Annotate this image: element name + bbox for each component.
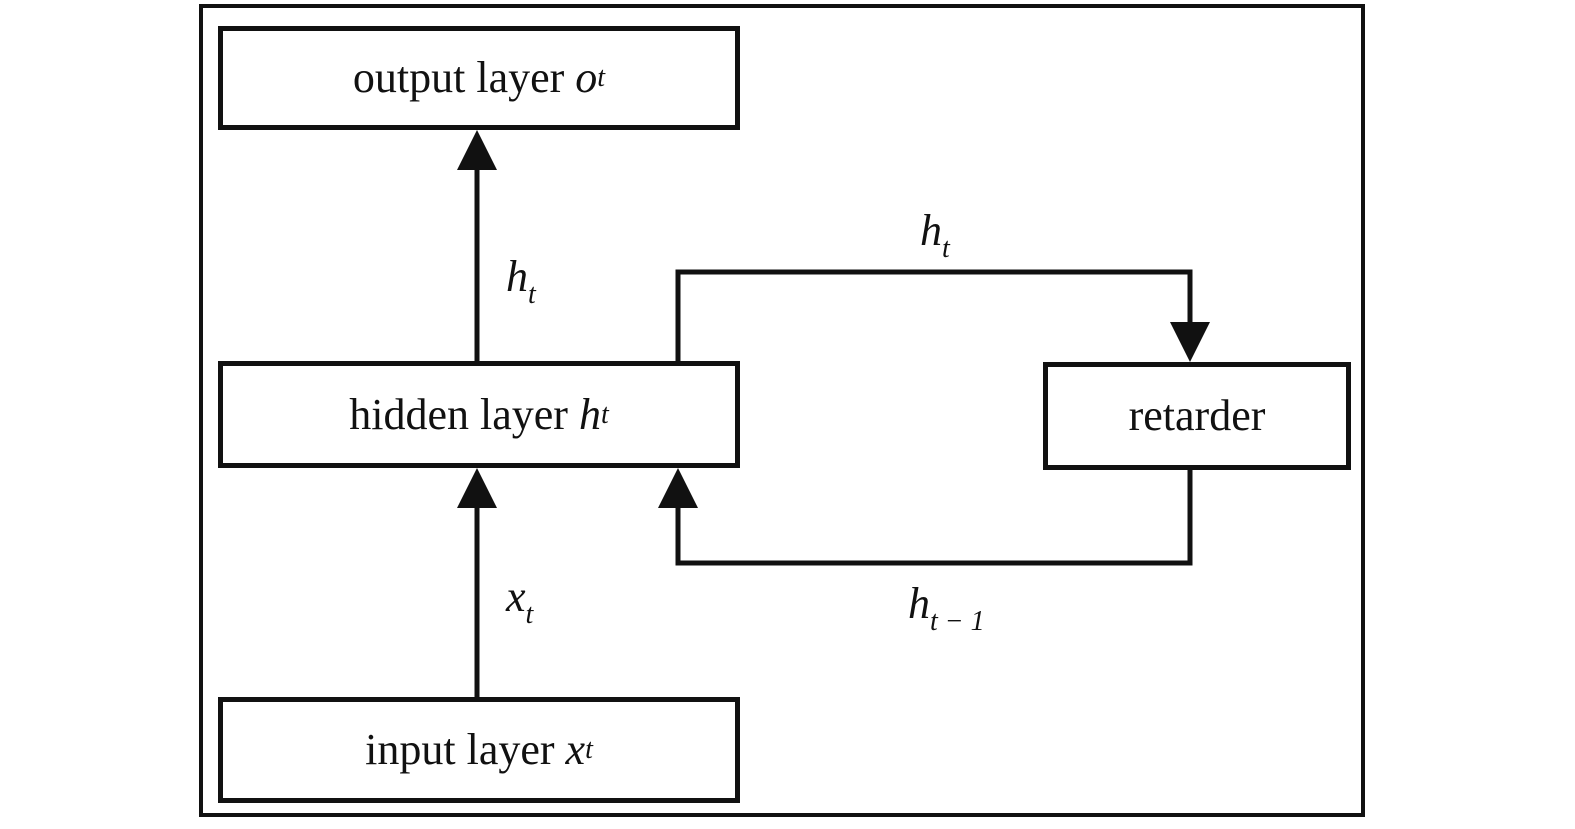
retarder-text: retarder [1128, 391, 1266, 440]
label-retarder-to-hidden-subscript: t − 1 [930, 606, 985, 637]
label-input-to-hidden: xt [506, 575, 533, 629]
input-layer-subscript: t [585, 734, 593, 765]
label-input-to-hidden-subscript: t [525, 599, 534, 630]
label-hidden-to-retarder: ht [920, 209, 950, 263]
retarder-box: retarder [1043, 362, 1351, 470]
input-layer-text: input layer [365, 725, 555, 774]
label-hidden-to-output-symbol: h [506, 252, 528, 301]
label-hidden-to-retarder-subscript: t [942, 233, 950, 264]
hidden-layer-symbol: h [578, 389, 601, 439]
output-layer-text: output layer [352, 53, 565, 102]
label-retarder-to-hidden: ht − 1 [908, 582, 985, 636]
diagram-frame [199, 4, 1365, 817]
label-hidden-to-output: ht [506, 255, 536, 309]
label-hidden-to-output-subscript: t [528, 279, 536, 310]
label-hidden-to-retarder-symbol: h [920, 206, 942, 255]
output-layer-symbol: o [575, 53, 598, 102]
hidden-layer-text: hidden layer [349, 389, 568, 439]
arrow-hidden-to-retarder [675, 269, 1210, 362]
label-retarder-to-hidden-symbol: h [908, 579, 930, 628]
hidden-layer-subscript: t [600, 398, 609, 430]
input-layer-symbol: x [565, 725, 586, 774]
label-input-to-hidden-symbol: x [506, 572, 526, 621]
output-layer-subscript: t [597, 62, 606, 93]
arrow-retarder-to-hidden [658, 468, 1193, 566]
